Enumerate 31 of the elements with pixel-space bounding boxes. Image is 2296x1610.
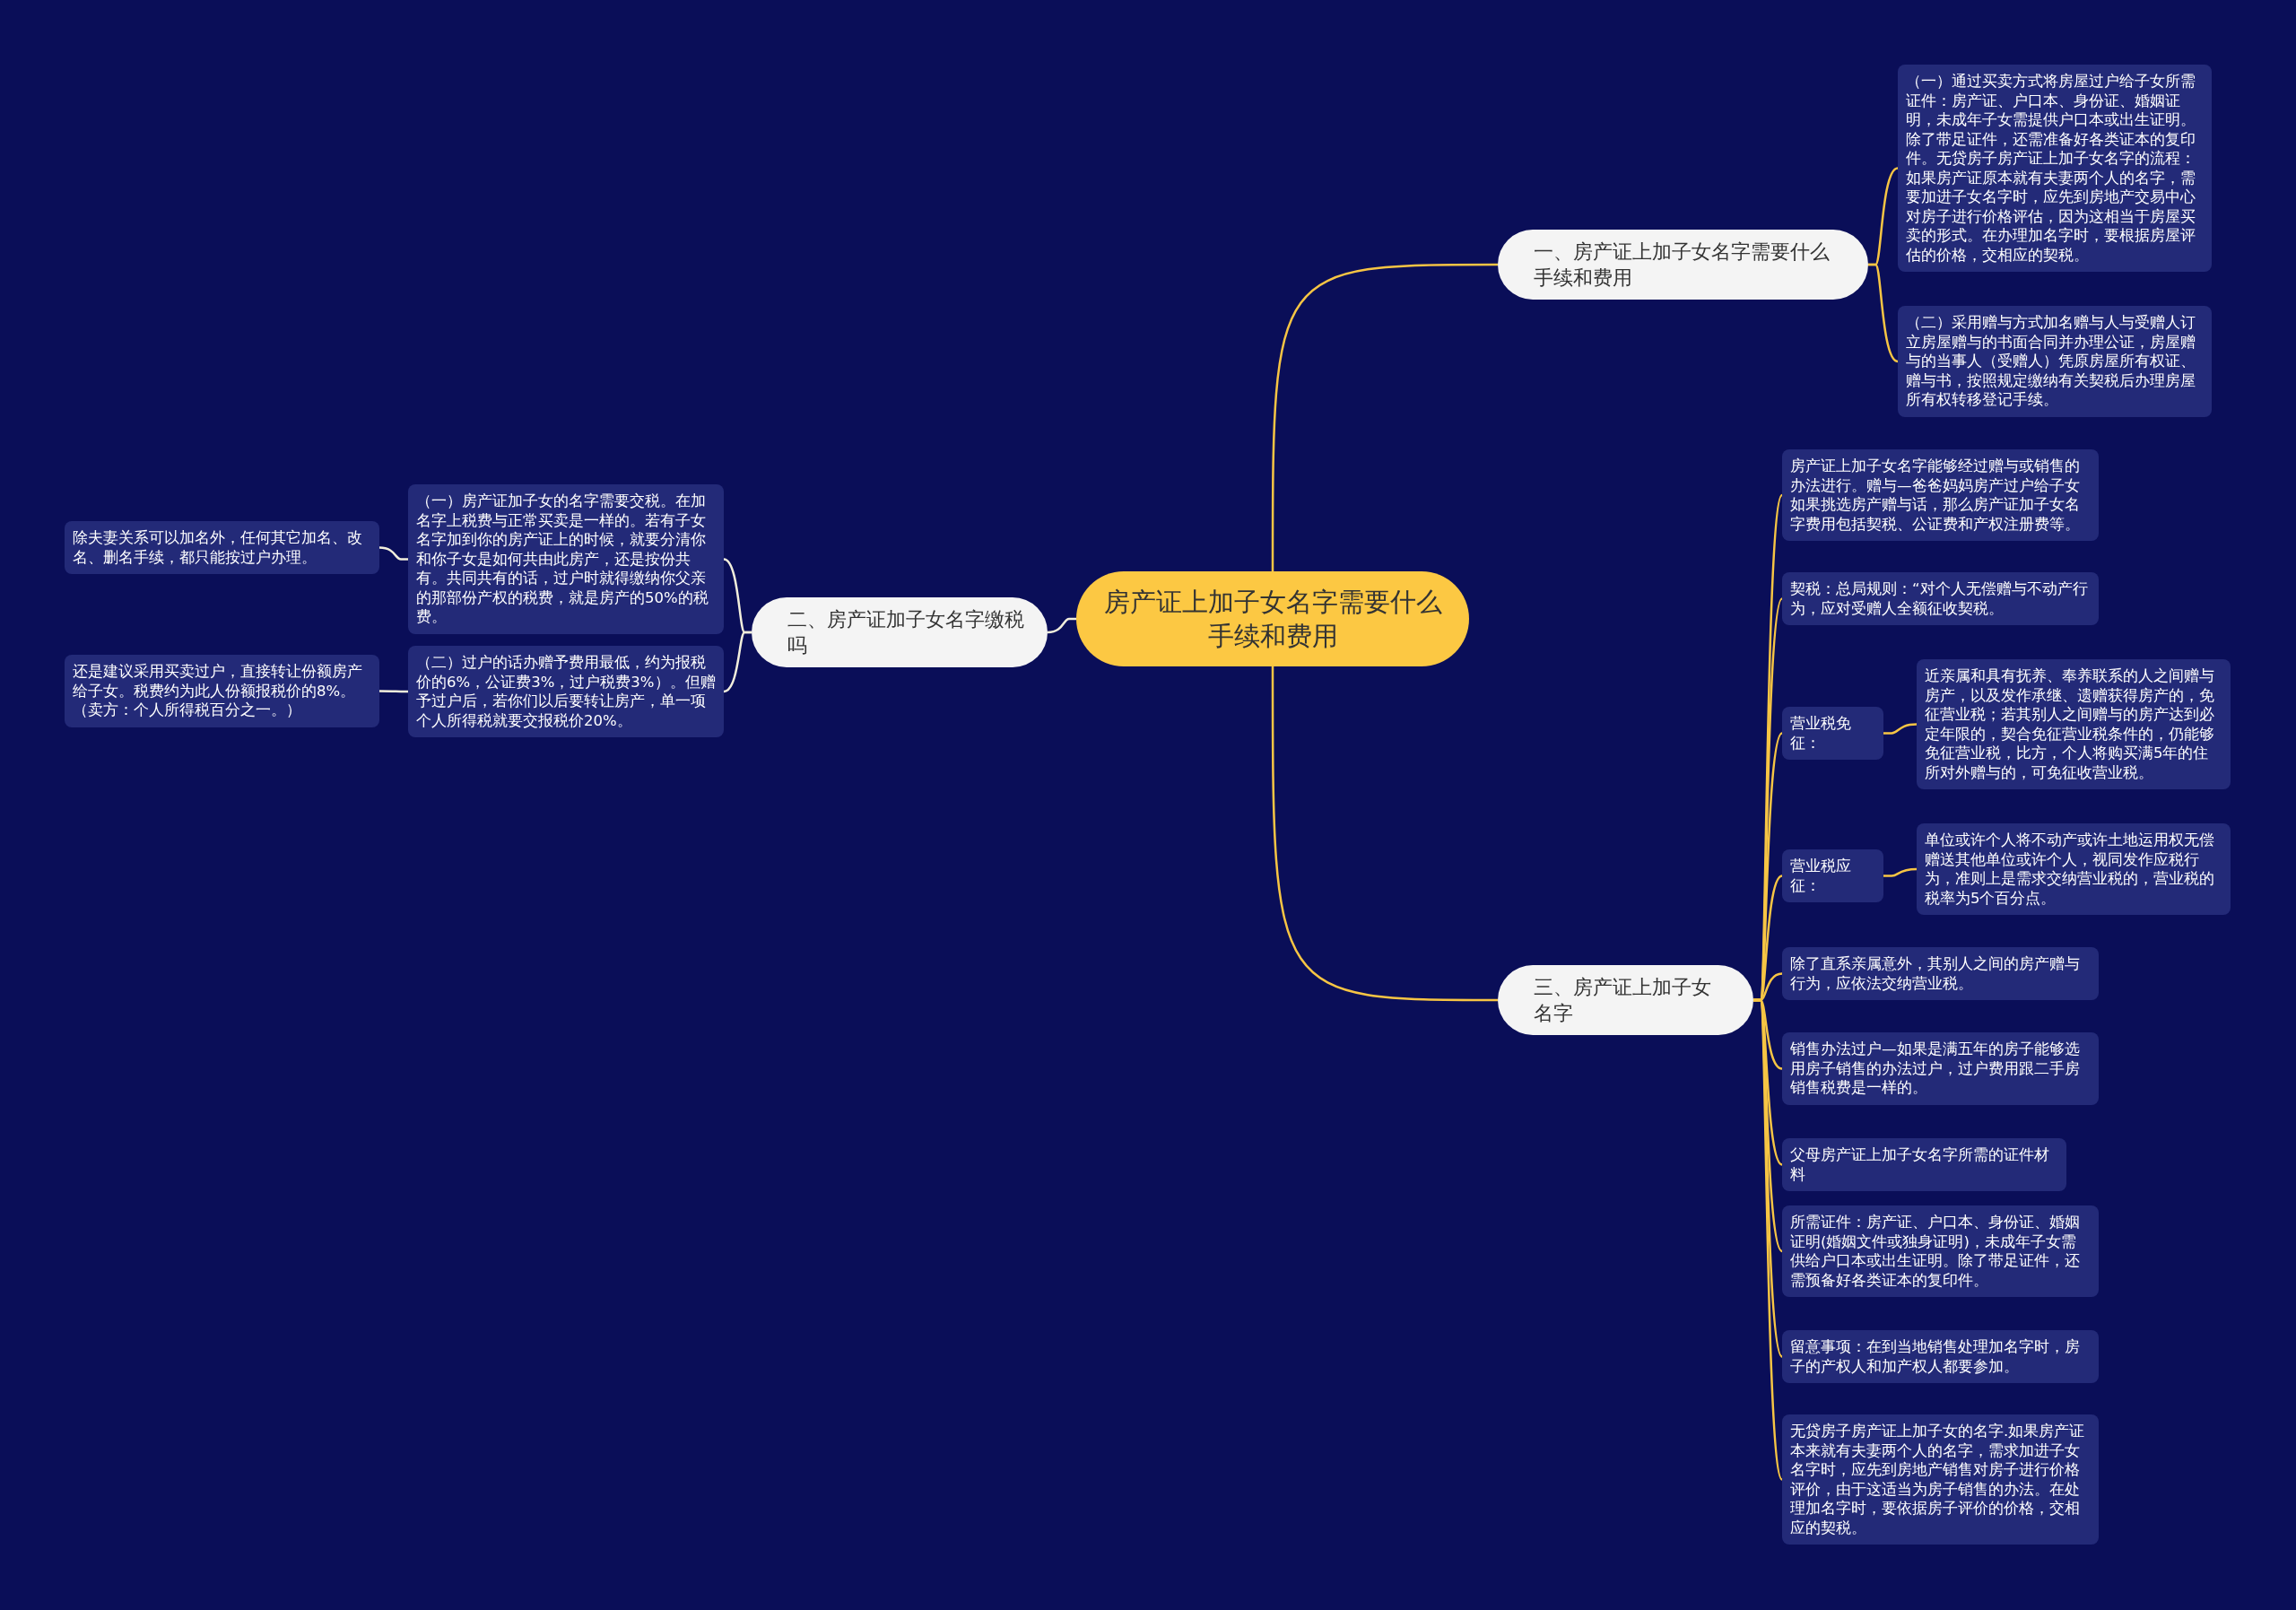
text-card: （一）通过买卖方式将房屋过户给子女所需证件：房产证、户口本、身份证、婚姻证明，未成年子女需提供户口本或出生证明。除了带足证件，还需准备好各类证本的复印件。无贷房子房产证上加子女名字的流程：如果房产证原本就有夫妻两个人的名字，需要加进子女名字时，应先到房地产交易中心对房子进行价格评估，因为这相当于房屋买卖的形式。在办理加名字时，要根据房屋评估的价格，交相应的契税。	[1898, 65, 2212, 272]
text-card: 除了直系亲属意外，其别人之间的房产赠与行为，应依法交纳营业税。	[1782, 947, 2099, 1000]
connector-line	[723, 631, 752, 693]
text-card: 房产证上加子女名字能够经过赠与或销售的办法进行。赠与—爸爸妈妈房产过户给子女如果挑选房产赠与话，那么房产证加子女名字费用包括契税、公证费和产权注册费等。	[1782, 449, 2099, 541]
text-card: 营业税应征：	[1782, 849, 1883, 902]
connector-line	[1271, 666, 1498, 1002]
text-card: 留意事项：在到当地销售处理加名字时，房子的产权人和加产权人都要参加。	[1782, 1330, 2099, 1383]
text-card: 无贷房子房产证上加子女的名字.如果房产证本来就有夫妻两个人的名字，需求加进子女名字时，应先到房地产销售对房子进行价格评价，由于这适当为房子销售的办法。在处理加名字时，要依据房子评价的价格，交相应的契税。	[1782, 1414, 2099, 1545]
text-card: 所需证件：房产证、户口本、身份证、婚姻证明(婚姻文件或独身证明)，未成年子女需供给户口本或出生证明。除了带足证件，还需预备好各类证本的复印件。	[1782, 1205, 2099, 1297]
text-card: 还是建议采用买卖过户，直接转让份额房产给子女。税费约为此人份额报税价的8%。（卖方：个人所得税百分之一。）	[65, 655, 379, 727]
text-card: 父母房产证上加子女名字所需的证件材料	[1782, 1138, 2066, 1191]
text-card: （二）采用赠与方式加名赠与人与受赠人订立房屋赠与的书面合同并办理公证，房屋赠与的当事人（受赠人）凭原房屋所有权证、赠与书，按照规定缴纳有关契税后办理房屋所有权转移登记手续。	[1898, 306, 2212, 417]
connector-line	[1883, 723, 1918, 735]
branch-topic: 一、房产证上加子女名字需要什么手续和费用	[1498, 230, 1868, 300]
text-card: 契税：总局规则：“对个人无偿赠与不动产行为，应对受赠人全额征收契税。	[1782, 572, 2099, 625]
text-card: 营业税免征：	[1782, 707, 1883, 760]
text-card: 近亲属和具有抚养、奉养联系的人之间赠与房产，以及发作承继、遗赠获得房产的，免征营业税；若其别人之间赠与的房产达到必定年限的，契合免征营业税条件的，仍能够免征营业税，比方，个人将购买满5年的住所对外赠与的，可免征收营业税。	[1917, 659, 2231, 789]
text-card: （二）过户的话办赠予费用最低，约为报税价的6%，公证费3%，过户税费3%）。但赠予过户后，若你们以后要转让房产，单一项个人所得税就要交报税价20%。	[408, 646, 724, 737]
connector-line	[379, 690, 408, 693]
connector-line	[1883, 867, 1918, 877]
branch-topic: 三、房产证上加子女名字	[1498, 965, 1753, 1035]
branch-topic: 二、房产证加子女名字缴税吗	[752, 597, 1048, 667]
connector-line	[1271, 263, 1498, 571]
text-card: 销售办法过户—如果是满五年的房子能够选用房子销售的办法过户，过户费用跟二手房销售税费是一样的。	[1782, 1032, 2099, 1105]
connector-line	[378, 546, 408, 561]
central-topic: 房产证上加子女名字需要什么手续和费用	[1076, 571, 1469, 666]
connector-line	[1047, 617, 1076, 634]
connector-line	[1868, 263, 1899, 363]
text-card: 单位或许个人将不动产或许土地运用权无偿赠送其他单位或许个人，视同发作应税行为，准则上是需求交纳营业税的，营业税的税率为5个百分点。	[1917, 823, 2231, 915]
text-card: （一）房产证加子女的名字需要交税。在加名字上税费与正常买卖是一样的。若有子女名字加到你的房产证上的时候，就要分清你和你子女是如何共由此房产，还是按份共有。共同共有的话，过户时就得缴纳你父亲的那部份产权的税费，就是房产的50%的税费。	[408, 484, 724, 634]
text-card: 除夫妻关系可以加名外，任何其它加名、改名、删名手续，都只能按过户办理。	[65, 521, 379, 574]
